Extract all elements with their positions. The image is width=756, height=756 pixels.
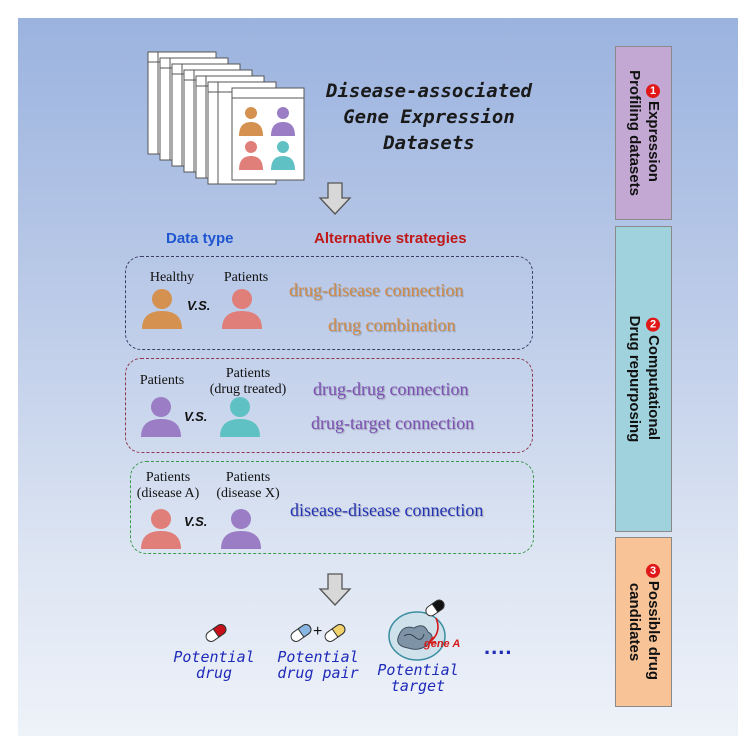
strategy-drug-drug: drug-drug connection — [313, 379, 469, 399]
step-1-box: 1Expression Profiling datasets — [615, 46, 672, 220]
target-cell-icon — [388, 599, 446, 661]
group-patients-vs-treated — [125, 358, 533, 453]
potential-drug-pair-label: Potential drug pair — [268, 649, 368, 681]
potential-target-label: Potential target — [373, 662, 463, 694]
label-patients-treated: Patients (drug treated) — [198, 366, 298, 398]
step-1-line1: Expression — [644, 101, 662, 182]
step-2-number-badge: 2 — [645, 317, 660, 332]
vs-label-2: V.S. — [184, 409, 208, 424]
capsule-icon — [205, 624, 227, 642]
vs-label-3: V.S. — [184, 514, 208, 529]
vs-label: V.S. — [187, 298, 211, 313]
disease-x-person-icon — [221, 509, 261, 549]
step-3-line1: Possible drug — [644, 580, 662, 681]
data-type-heading: Data type — [166, 230, 234, 247]
label-patients-treated-line2: (drug treated) — [209, 382, 287, 397]
step-1-line2: Profiling datasets — [625, 70, 643, 196]
potential-drug-line2: drug — [195, 664, 233, 682]
capsule-blue-icon — [290, 624, 312, 642]
patient-person-icon-2 — [141, 397, 181, 437]
potential-drug-pair-line1: Potential — [277, 648, 359, 666]
step-1-text: 1Expression Profiling datasets — [625, 70, 663, 196]
label-patients-2: Patients — [139, 373, 185, 388]
label-disease-a: Patients (disease A) — [131, 470, 205, 502]
label-disease-x-line2: (disease X) — [216, 486, 280, 501]
label-healthy: Healthy — [149, 270, 195, 285]
step-3-number-badge: 3 — [645, 563, 660, 578]
strategy-disease-disease: disease-disease connection — [290, 500, 484, 520]
gene-a-label: gene A — [424, 638, 461, 650]
label-disease-a-line2: (disease A) — [136, 486, 200, 501]
strategy-drug-combination: drug combination — [328, 315, 456, 335]
step-3-text: 3Possible drug candidates — [625, 563, 663, 681]
plus-sign: + — [313, 623, 323, 640]
step-2-box: 2Computational Drug repurposing — [615, 226, 672, 532]
down-arrow-icon-2 — [318, 573, 352, 606]
potential-target-line1: Potential — [377, 661, 459, 679]
datasets-title-line2: Gene Expression — [343, 106, 515, 128]
diagram-canvas: Disease-associated Gene Expression Datas… — [18, 18, 738, 736]
potential-drug-line1: Potential — [173, 648, 255, 666]
group-disease-a-vs-x — [130, 461, 534, 554]
datasets-title-line1: Disease-associated — [326, 80, 532, 102]
down-arrow-icon — [318, 182, 352, 215]
healthy-person-icon — [142, 289, 182, 329]
label-disease-x-line1: Patients — [225, 470, 271, 485]
label-patients-treated-line1: Patients — [225, 366, 271, 381]
capsule-yellow-icon — [324, 624, 346, 642]
group-healthy-vs-patients — [125, 256, 533, 350]
potential-drug-pair-line2: drug pair — [277, 664, 359, 682]
step-2-line1: Computational — [644, 334, 662, 440]
strategy-drug-target: drug-target connection — [311, 413, 475, 433]
step-3-line2: candidates — [625, 582, 643, 662]
step-2-line2: Drug repurposing — [625, 315, 643, 443]
potential-target-line2: target — [390, 677, 446, 695]
step-3-box: 3Possible drug candidates — [615, 537, 672, 707]
datasets-title: Disease-associated Gene Expression Datas… — [324, 78, 534, 156]
dataset-stack-icon — [147, 51, 305, 185]
datasets-title-line3: Datasets — [383, 132, 475, 154]
step-2-text: 2Computational Drug repurposing — [625, 316, 663, 443]
step-1-number-badge: 1 — [645, 84, 660, 99]
patient-person-icon — [222, 289, 262, 329]
disease-a-person-icon — [141, 509, 181, 549]
strategy-drug-disease: drug-disease connection — [289, 280, 464, 300]
label-disease-x: Patients (disease X) — [209, 470, 287, 502]
label-disease-a-line1: Patients — [145, 470, 191, 485]
more-ellipsis: .... — [484, 634, 513, 659]
strategies-heading: Alternative strategies — [314, 230, 467, 247]
potential-drug-label: Potential drug — [170, 649, 258, 681]
label-patients: Patients — [223, 270, 269, 285]
treated-person-icon — [220, 397, 260, 437]
